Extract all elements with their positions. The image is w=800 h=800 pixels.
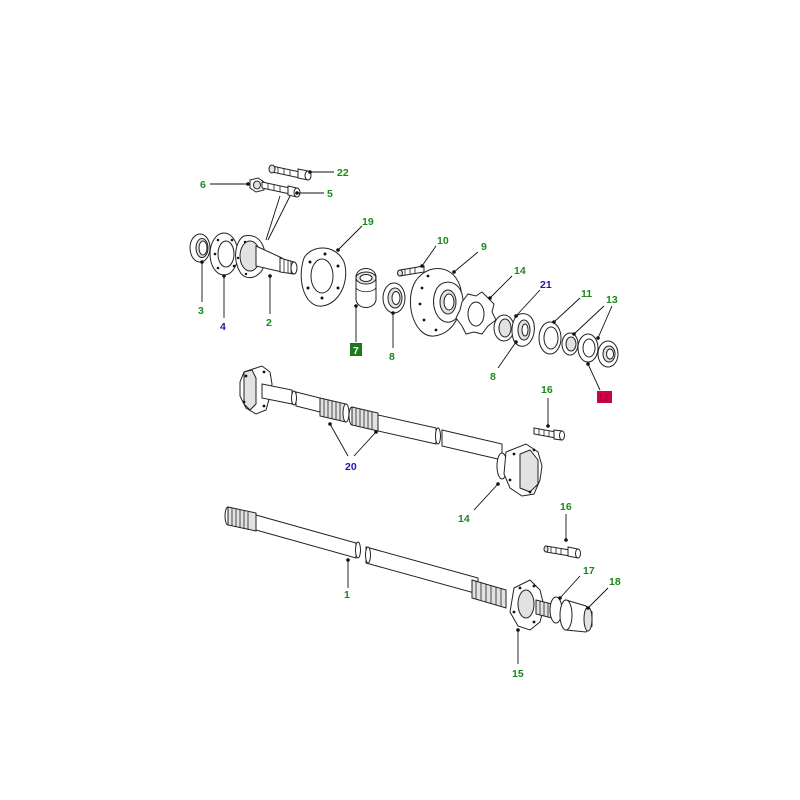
callout-13[interactable]: 13	[606, 294, 618, 306]
spline-left	[319, 397, 350, 423]
callout-7[interactable]: 7	[353, 345, 359, 357]
right-flange	[503, 443, 543, 497]
callout-15[interactable]: 15	[512, 668, 524, 680]
callout-20[interactable]: 20	[345, 461, 357, 473]
washers-13	[561, 332, 599, 363]
callout-8-top[interactable]: 8	[389, 351, 395, 363]
nut-12	[597, 340, 619, 368]
hub-cap-18	[559, 599, 593, 633]
callout-17[interactable]: 17	[583, 565, 595, 577]
halfshaft-tube-left	[255, 514, 357, 559]
lock-washer-14-top	[455, 291, 497, 335]
gasket-4	[209, 232, 239, 276]
ring-11	[538, 321, 562, 355]
callout-6[interactable]: 6	[200, 179, 206, 191]
seal-3	[189, 233, 211, 263]
callout-8-lower[interactable]: 8	[490, 371, 496, 383]
callout-16-mid[interactable]: 16	[541, 384, 553, 396]
washer-21	[511, 313, 535, 347]
callout-16-bottom[interactable]: 16	[560, 501, 572, 513]
callout-labels: 22 6 5 19 10 9 14 21 11 13 3 4 2 7 8 8 1…	[198, 167, 621, 680]
bolt-5	[261, 181, 301, 198]
stud-10	[397, 265, 425, 277]
spline-right	[348, 406, 379, 432]
shaft-assembly-20	[239, 365, 565, 497]
halfshaft-assembly-1	[224, 506, 593, 633]
callout-2[interactable]: 2	[266, 317, 272, 329]
drive-flange-15	[509, 579, 545, 631]
shaft-tube-left-b	[295, 391, 321, 413]
stub-axle-2	[235, 235, 298, 279]
callout-22[interactable]: 22	[337, 167, 349, 179]
callout-7-box[interactable]: 7	[350, 343, 362, 357]
callout-11[interactable]: 11	[581, 288, 592, 300]
callout-14-top[interactable]: 14	[514, 265, 526, 277]
bolt-16-bottom	[543, 545, 581, 559]
callout-5[interactable]: 5	[327, 188, 333, 200]
shaft-tube-right-b	[441, 429, 503, 461]
nut-6	[249, 177, 265, 193]
callout-21[interactable]: 21	[540, 279, 552, 291]
callout-10[interactable]: 10	[437, 235, 449, 247]
callout-14-mid[interactable]: 14	[458, 513, 470, 525]
callout-12-box[interactable]: 12	[597, 391, 612, 404]
hub-9	[409, 268, 464, 337]
callout-9[interactable]: 9	[481, 241, 487, 253]
hub-assembly	[189, 164, 619, 368]
callout-12[interactable]: 12	[598, 392, 610, 404]
callout-3[interactable]: 3	[198, 305, 204, 317]
callout-19[interactable]: 19	[362, 216, 374, 228]
left-flange	[239, 365, 273, 415]
bolt-22	[268, 164, 312, 181]
seal-8-lower	[493, 314, 515, 342]
seal-8-top	[382, 282, 406, 314]
bearing-7	[355, 268, 377, 308]
bolt-16-mid	[533, 427, 565, 441]
halfshaft-spline-left	[224, 506, 257, 532]
plate-19	[300, 247, 347, 307]
callout-1[interactable]: 1	[344, 589, 350, 601]
halfshaft-tube-right	[365, 546, 479, 595]
halfshaft-spline-right	[471, 579, 507, 609]
leader-lines	[200, 170, 613, 664]
shaft-tube-right-a	[377, 414, 437, 445]
callout-18[interactable]: 18	[609, 576, 621, 588]
callout-4[interactable]: 4	[220, 321, 226, 333]
